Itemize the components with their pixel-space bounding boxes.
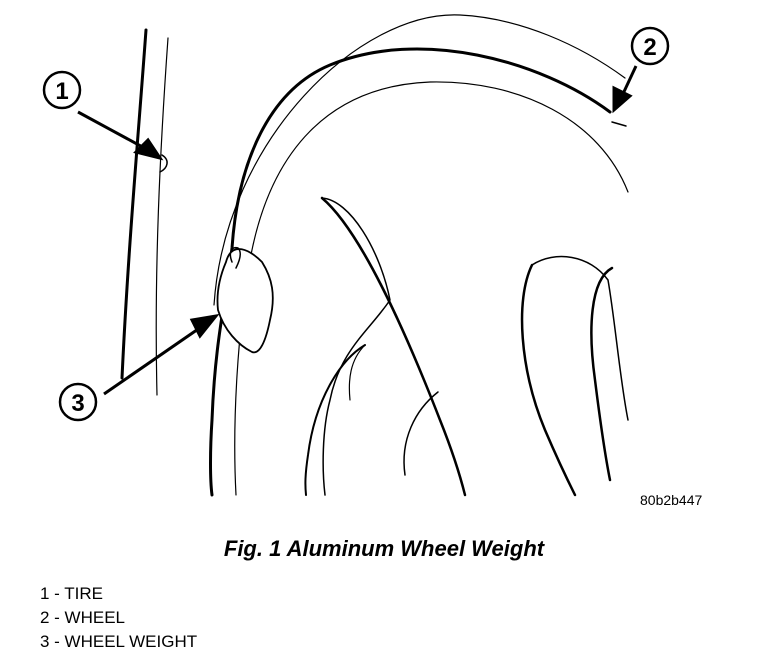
wheel-weight-clip	[229, 246, 241, 269]
legend: 1 - TIRE 2 - WHEEL 3 - WHEEL WEIGHT	[40, 582, 197, 654]
wheel-spoke-right	[531, 255, 629, 421]
wheel-spoke-right-outer	[520, 263, 577, 497]
arrow-head-2	[612, 85, 633, 114]
callout-1-number: 1	[55, 78, 68, 105]
wheel-inner-arc	[234, 81, 629, 496]
legend-item-wheel-weight: 3 - WHEEL WEIGHT	[40, 632, 198, 651]
callout-2: 2	[630, 26, 670, 66]
figure-caption: Fig. 1 Aluminum Wheel Weight	[223, 536, 545, 561]
wheel-spoke-small	[304, 344, 366, 496]
wheel-spoke-center-inner	[321, 197, 391, 496]
wheel-weight-illustration: 1 2 3	[42, 14, 670, 497]
wheel-weight	[216, 248, 274, 354]
arrow-head-1	[133, 137, 164, 161]
callout-1: 1	[42, 70, 82, 110]
callout-3: 3	[58, 382, 98, 422]
legend-item-wheel: 2 - WHEEL	[40, 608, 126, 627]
figure-code: 80b2b447	[640, 492, 703, 508]
wheel-spoke-center	[320, 196, 467, 497]
wheel-spoke-middle	[403, 391, 439, 476]
tire-mark	[159, 154, 168, 173]
arrow-head-3	[189, 313, 220, 339]
tire-arc-outer	[213, 14, 626, 306]
tire-outer-edge	[120, 28, 148, 380]
legend-item-tire: 1 - TIRE	[40, 584, 103, 603]
tire-inner-edge	[155, 37, 169, 396]
callout-3-number: 3	[71, 390, 84, 417]
wheel-rim	[209, 47, 612, 497]
callout-leaders	[77, 65, 638, 396]
callout-2-number: 2	[643, 34, 656, 61]
wheel-spoke-small-edge	[348, 344, 366, 401]
wheel-spoke-right-inner	[590, 266, 614, 482]
